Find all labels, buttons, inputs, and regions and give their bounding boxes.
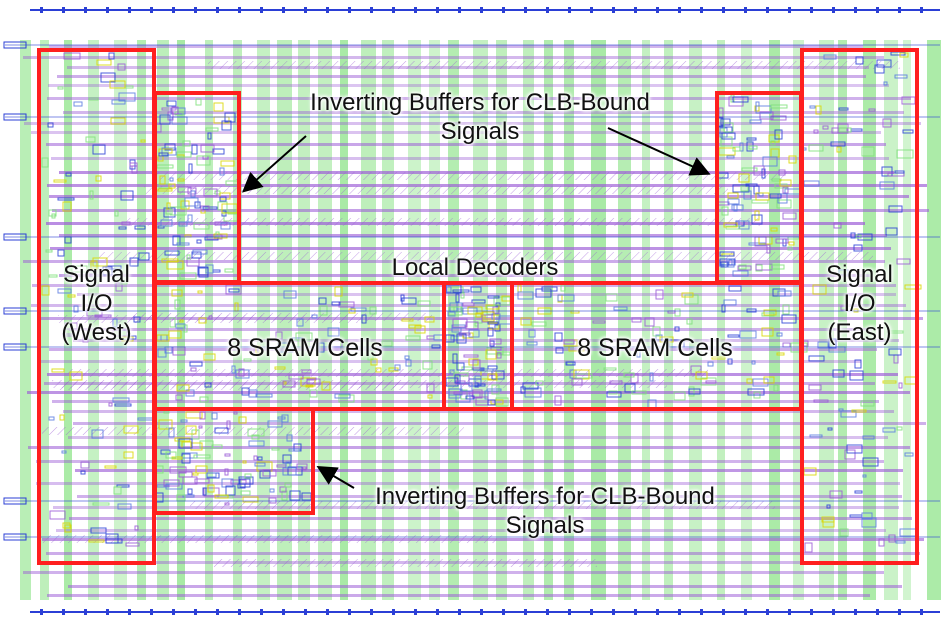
label-io-west: Signal I/O (West) [61, 261, 132, 346]
label-sram-left: 8 SRAM Cells [227, 334, 383, 362]
region-buffers-bottom [153, 407, 315, 515]
region-buffers-top-right [715, 91, 803, 284]
region-buffers-top-left [153, 91, 241, 284]
label-buffers-bottom: Inverting Buffers for CLB-Bound Signals [375, 483, 715, 539]
region-sram-right [510, 281, 803, 411]
label-buffers-top: Inverting Buffers for CLB-Bound Signals [310, 89, 650, 145]
region-local-decoder [442, 281, 514, 411]
label-io-east: Signal I/O (East) [826, 261, 893, 346]
label-sram-right: 8 SRAM Cells [577, 334, 733, 362]
label-local-decoders: Local Decoders [391, 254, 559, 281]
